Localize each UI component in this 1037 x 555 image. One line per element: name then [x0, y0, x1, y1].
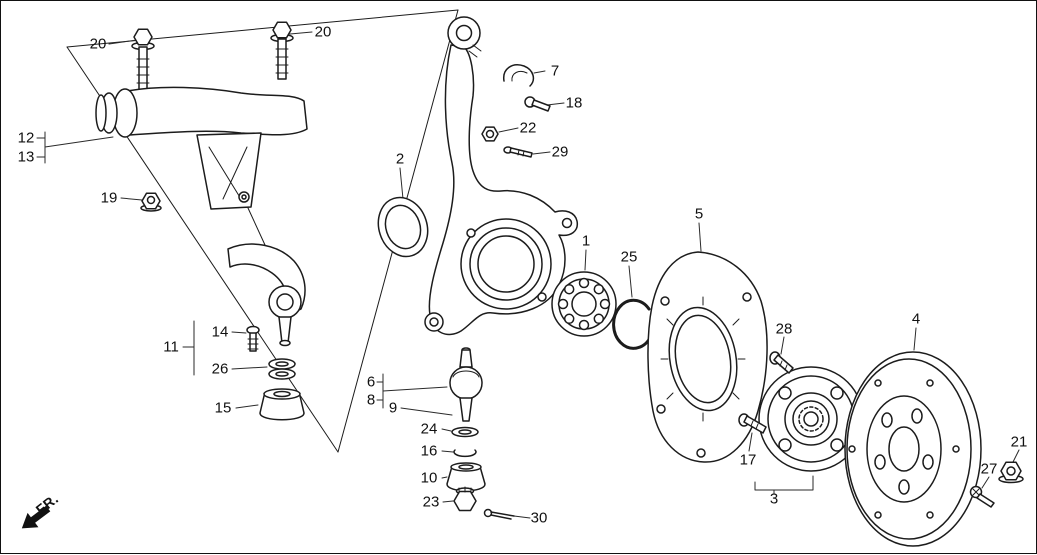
upper-control-arm [95, 21, 308, 210]
knuckle-hardware [481, 64, 551, 158]
upper-arm-body [126, 86, 308, 136]
callout-26: 26 [211, 360, 229, 378]
callout-20-b: 20 [314, 23, 332, 41]
splash-guard [647, 251, 768, 463]
fr-direction-label: FR. [32, 490, 62, 518]
rotor-fasteners [969, 461, 1024, 508]
callout-1: 1 [581, 232, 591, 250]
callout-30: 30 [530, 509, 548, 527]
callout-11: 11 [163, 338, 179, 356]
callout-8: 8 [366, 391, 376, 409]
callout-3: 3 [769, 490, 779, 508]
callout-19: 19 [100, 189, 118, 207]
callout-10: 10 [420, 469, 438, 487]
callout-5: 5 [694, 205, 704, 223]
steering-knuckle [424, 16, 579, 336]
callout-16: 16 [420, 442, 438, 460]
pinch-clamp-7 [503, 64, 535, 87]
upper-arm-nut-front [133, 28, 153, 46]
callout-21: 21 [1010, 433, 1028, 451]
callout-12: 12 [17, 129, 35, 147]
hub-bolts [738, 351, 794, 434]
callout-2: 2 [395, 150, 405, 168]
callout-15: 15 [214, 399, 232, 417]
callout-20-a: 20 [89, 35, 107, 53]
callout-18: 18 [565, 94, 583, 112]
callout-27: 27 [980, 460, 998, 478]
leader-lines [36, 31, 1020, 519]
lower-ball-joint-stack [446, 347, 515, 520]
ring-16 [453, 449, 477, 458]
snap-ring [612, 298, 652, 350]
callout-29: 29 [551, 143, 569, 161]
callout-28: 28 [775, 320, 793, 338]
callout-9: 9 [388, 399, 398, 417]
callout-17: 17 [739, 451, 757, 469]
brake-rotor [844, 351, 982, 547]
lower-ball-joint-arm [227, 243, 306, 421]
cotter-pin-30 [483, 508, 493, 518]
oil-seal [377, 196, 429, 258]
callout-7: 7 [550, 62, 560, 80]
callout-6: 6 [366, 373, 376, 391]
upper-arm-nut-rear [272, 21, 292, 39]
callout-22: 22 [519, 119, 537, 137]
callout-14: 14 [211, 323, 229, 341]
callout-13: 13 [17, 148, 35, 166]
fr-direction-arrow [21, 505, 51, 529]
callout-24: 24 [420, 420, 438, 438]
flange-nut-19 [140, 192, 162, 212]
callout-23: 23 [422, 493, 440, 511]
callout-4: 4 [911, 310, 921, 328]
wheel-bearing [551, 271, 617, 337]
callout-25: 25 [620, 248, 638, 266]
